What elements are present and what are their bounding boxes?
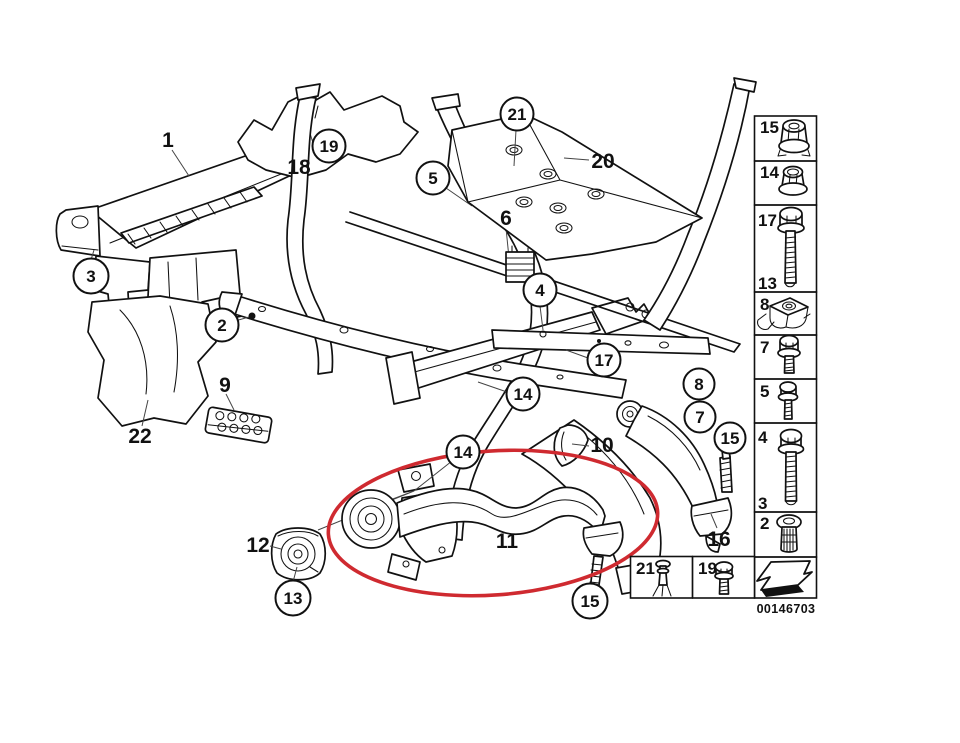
hex-bolt-long-icon xyxy=(777,206,805,288)
legend-label-5[interactable]: 5 xyxy=(760,382,769,401)
heat-shield-22 xyxy=(87,295,217,427)
lock-nut-icon xyxy=(777,119,811,157)
callout-circle-14-upper[interactable]: 14 xyxy=(514,385,533,404)
callout-circle-numbers: 19 21 5 3 2 4 17 14 8 7 15 14 13 15 xyxy=(86,105,739,611)
callout-circle-21[interactable]: 21 xyxy=(508,105,527,124)
control-arm-11 xyxy=(341,486,624,593)
legend-label-15[interactable]: 15 xyxy=(760,118,779,137)
legend-label-19[interactable]: 19 xyxy=(698,559,717,578)
callout-circle-7[interactable]: 7 xyxy=(695,408,704,427)
callout-10[interactable]: 10 xyxy=(590,434,613,457)
rivet-nut-icon xyxy=(776,514,802,553)
callout-circle-8[interactable]: 8 xyxy=(694,375,703,394)
bushing-12 xyxy=(269,527,327,583)
hex-bolt-extra-long-icon xyxy=(777,428,805,506)
legend-label-2[interactable]: 2 xyxy=(760,514,769,533)
callout-circles xyxy=(72,96,747,620)
hex-bolt-washer-icon xyxy=(777,334,801,374)
stop-buffer-10 xyxy=(553,424,590,467)
skid-plate-20 xyxy=(447,113,703,283)
legend-table: 15 14 17 13 xyxy=(629,115,818,616)
legend-label-3[interactable]: 3 xyxy=(758,494,767,513)
diagram-number: 00146703 xyxy=(757,602,816,616)
callout-12[interactable]: 12 xyxy=(246,534,269,557)
callout-circle-5[interactable]: 5 xyxy=(428,169,437,188)
callout-11[interactable]: 11 xyxy=(496,530,519,553)
legend-label-4[interactable]: 4 xyxy=(758,428,768,447)
callout-circle-4[interactable]: 4 xyxy=(535,281,545,300)
legend-label-17[interactable]: 17 xyxy=(758,211,777,230)
legend-label-8[interactable]: 8 xyxy=(760,295,769,314)
legend-label-21[interactable]: 21 xyxy=(636,559,655,578)
callout-circle-2[interactable]: 2 xyxy=(217,316,226,335)
direction-arrow-icon xyxy=(756,560,813,597)
highlight-ellipse xyxy=(326,448,660,598)
hex-bolt-short-icon xyxy=(714,561,734,595)
leader-9 xyxy=(225,393,235,411)
callout-22[interactable]: 22 xyxy=(128,425,151,448)
callout-circle-15-right[interactable]: 15 xyxy=(721,429,740,448)
legend-label-7[interactable]: 7 xyxy=(760,338,769,357)
legend-label-13[interactable]: 13 xyxy=(758,274,777,293)
hex-bolt-small-icon xyxy=(777,381,799,420)
callout-18[interactable]: 18 xyxy=(287,156,311,179)
callout-circle-14-lower[interactable]: 14 xyxy=(454,443,473,462)
cage-nut-icon xyxy=(757,297,811,330)
callout-9[interactable]: 9 xyxy=(219,374,231,397)
expansion-rivet-icon xyxy=(652,559,672,597)
callout-6[interactable]: 6 xyxy=(500,207,512,230)
callout-circle-15-bottom[interactable]: 15 xyxy=(581,592,600,611)
rib-plate-9 xyxy=(204,406,273,444)
callout-circle-17[interactable]: 17 xyxy=(595,351,614,370)
callout-labels: 1 18 20 6 9 22 10 12 11 16 xyxy=(128,129,730,557)
callout-circle-3[interactable]: 3 xyxy=(86,267,95,286)
callout-circle-19[interactable]: 19 xyxy=(320,137,339,156)
callout-16[interactable]: 16 xyxy=(707,528,730,551)
tension-strut-16 xyxy=(616,400,733,553)
callout-1[interactable]: 1 xyxy=(162,129,174,152)
legend-label-14[interactable]: 14 xyxy=(760,163,779,182)
callout-20[interactable]: 20 xyxy=(591,150,614,173)
flange-nut-icon xyxy=(778,165,808,196)
callout-circle-13[interactable]: 13 xyxy=(284,589,303,608)
